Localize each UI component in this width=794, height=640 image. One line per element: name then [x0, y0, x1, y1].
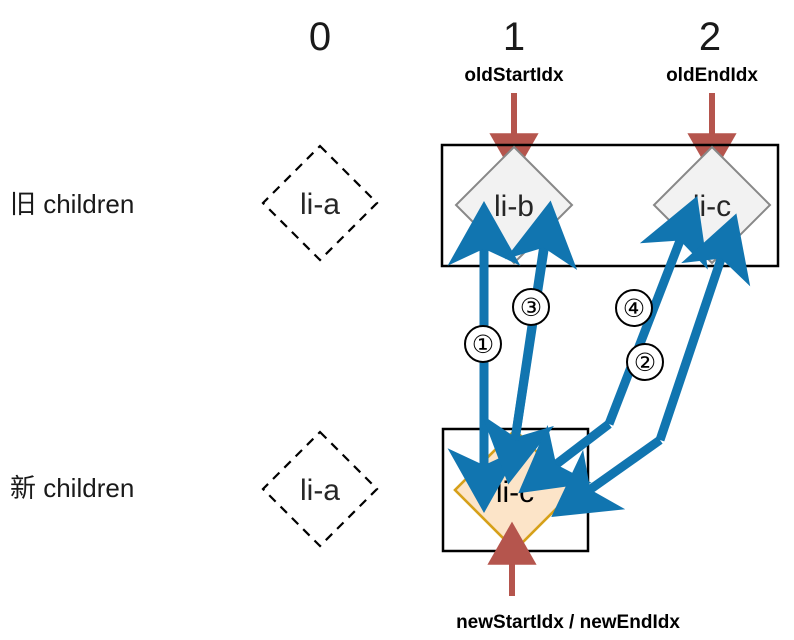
pointer-label-old-start-idx: oldStartIdx [464, 65, 564, 86]
step-badge-1-label: ① [472, 331, 494, 359]
node-new-li-a-shape [261, 430, 379, 548]
step-badge-2-circle [626, 343, 664, 381]
compare-arrow-4-down [518, 420, 612, 494]
row-label-new-children: 新 children [10, 473, 134, 503]
column-index-2: 2 [699, 15, 721, 59]
compare-arrow-2-up [655, 213, 751, 442]
column-index-0: 0 [309, 15, 331, 59]
node-old-li-a-shape [261, 144, 379, 262]
pointer-label-old-end-idx: oldEndIdx [666, 65, 758, 86]
step-badge-2-label: ② [634, 349, 656, 377]
node-new-li-c-label: li-c [496, 476, 534, 509]
compare-arrow-4-up [604, 196, 708, 426]
row-label-old-children: 旧 children [10, 189, 134, 219]
node-new-li-a-label: li-a [300, 474, 340, 507]
node-old-li-c-label: li-c [693, 190, 731, 223]
node-old-li-b-label: li-b [494, 190, 534, 223]
step-badge-3-circle [512, 288, 550, 326]
pointer-label-new-start-end-idx: newStartIdx / newEndIdx [456, 612, 680, 633]
compare-arrow-3-up [505, 200, 578, 441]
step-badge-4-label: ④ [623, 295, 645, 323]
step-badge-1-circle [464, 325, 502, 363]
column-index-1: 1 [503, 15, 525, 59]
step-badge-4-circle [615, 289, 653, 327]
old-children-active-range-box [440, 143, 780, 268]
node-old-li-a-label: li-a [300, 188, 340, 221]
compare-arrow-2-down [551, 436, 663, 518]
step-badge-3-label: ③ [520, 294, 542, 322]
